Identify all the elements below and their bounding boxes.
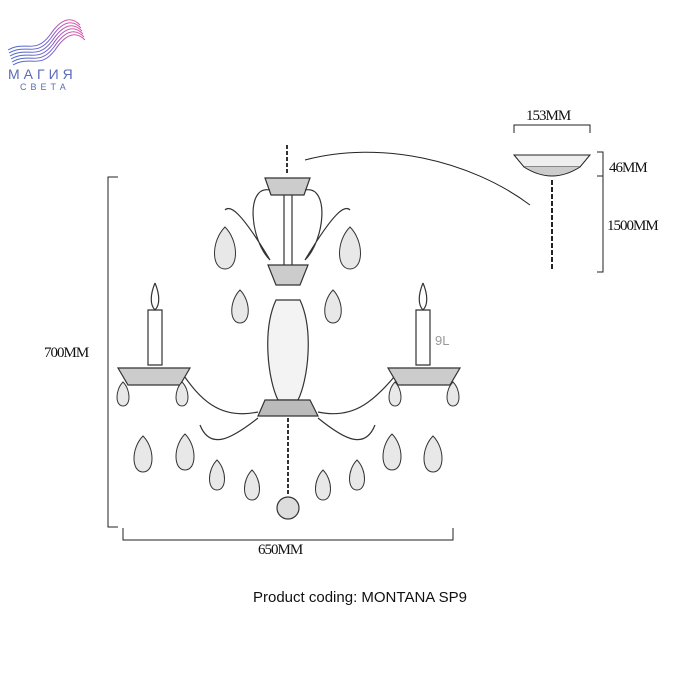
crystal-drop bbox=[423, 435, 443, 473]
logo-mark bbox=[7, 19, 86, 66]
crystal-drop bbox=[382, 433, 402, 471]
crystal-drop bbox=[349, 459, 365, 491]
crystal-drop bbox=[214, 226, 236, 270]
canopy-detail bbox=[512, 154, 592, 270]
crystal-drop bbox=[315, 469, 331, 501]
chandelier bbox=[116, 145, 462, 520]
logo: МАГИЯ СВЕТА bbox=[8, 66, 77, 92]
canopy-height-dimension: 46MM bbox=[609, 160, 648, 176]
product-caption: Product coding: MONTANA SP9 bbox=[253, 589, 467, 606]
crystal-drop bbox=[244, 469, 260, 501]
crystal-drops bbox=[116, 226, 460, 501]
lamp-count-label: 9L bbox=[435, 333, 450, 348]
height-dimension: 700MM bbox=[44, 345, 89, 361]
canopy-diameter-dimension: 153MM bbox=[526, 108, 571, 124]
crystal-drop bbox=[133, 435, 153, 473]
crystal-drop bbox=[116, 381, 130, 407]
crystal-drop bbox=[324, 289, 342, 324]
logo-line1: МАГИЯ bbox=[8, 66, 77, 82]
crystal-drop bbox=[231, 289, 249, 324]
crystal-drop bbox=[339, 226, 361, 270]
width-dimension: 650MM bbox=[258, 542, 303, 558]
dimension-lines bbox=[107, 124, 604, 541]
crystal-drop bbox=[446, 381, 460, 407]
crystal-drop bbox=[175, 381, 189, 407]
crystal-drop bbox=[175, 433, 195, 471]
logo-line2: СВЕТА bbox=[20, 82, 70, 92]
crystal-drop bbox=[388, 381, 402, 407]
crystal-drop bbox=[209, 459, 225, 491]
chain-length-dimension: 1500MM bbox=[607, 218, 659, 234]
